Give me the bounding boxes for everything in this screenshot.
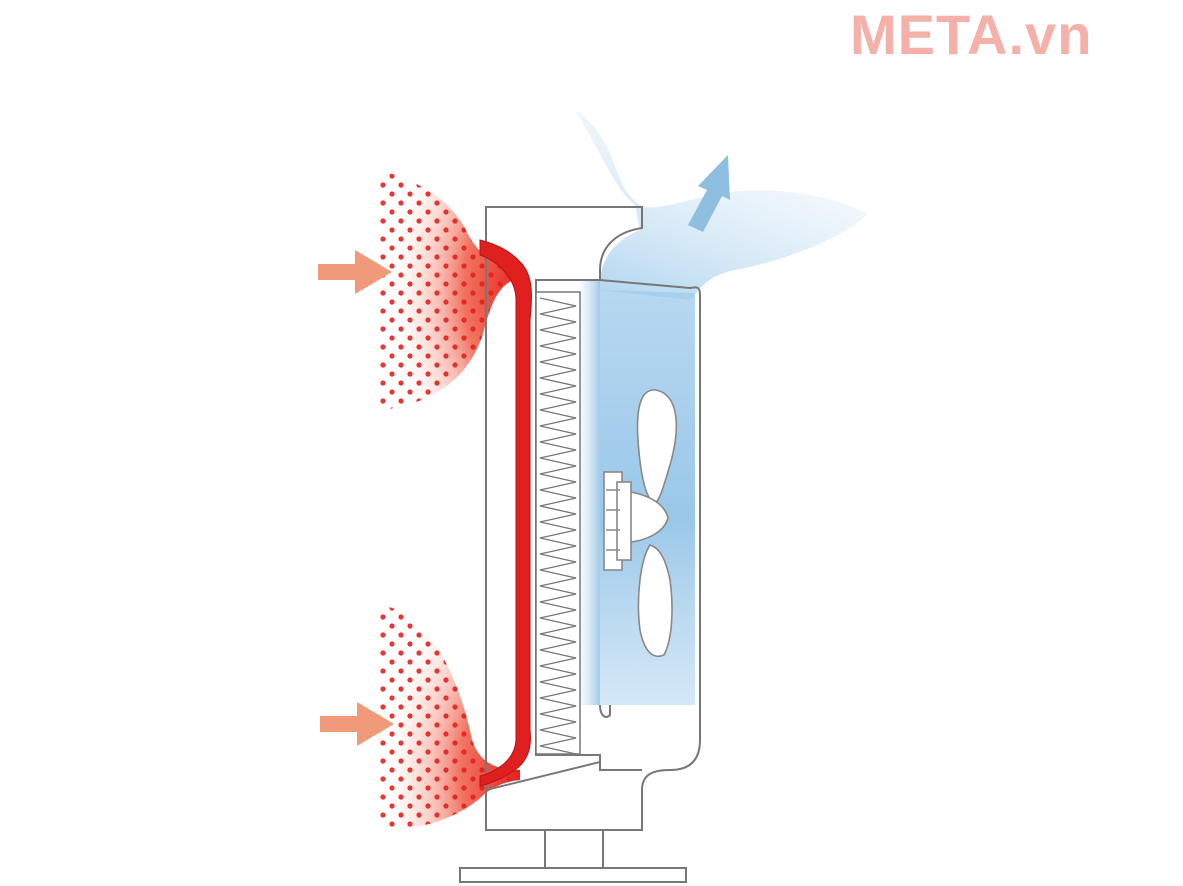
polluted-air-top	[380, 170, 520, 410]
stand-post	[544, 830, 604, 868]
purifier-housing	[459, 206, 701, 883]
outflow-arrow-icon	[688, 155, 730, 232]
housing-left-body	[485, 206, 643, 792]
inflow-arrow-icon	[320, 702, 394, 746]
pre-filter-frame	[479, 239, 533, 787]
meta-watermark: META.vn	[850, 3, 1093, 66]
filter-coil-icon	[535, 291, 581, 755]
clean-air-outflow	[575, 110, 868, 705]
inflow-arrow-icon	[318, 250, 392, 294]
fan-icon	[603, 389, 678, 657]
stand-base	[459, 867, 687, 883]
outflow-plume	[575, 110, 868, 300]
fan-blade-bottom	[637, 544, 673, 657]
fan-hub-cone	[629, 491, 669, 543]
clean-air-filter-glow	[580, 280, 600, 705]
polluted-air-bottom	[380, 605, 520, 830]
